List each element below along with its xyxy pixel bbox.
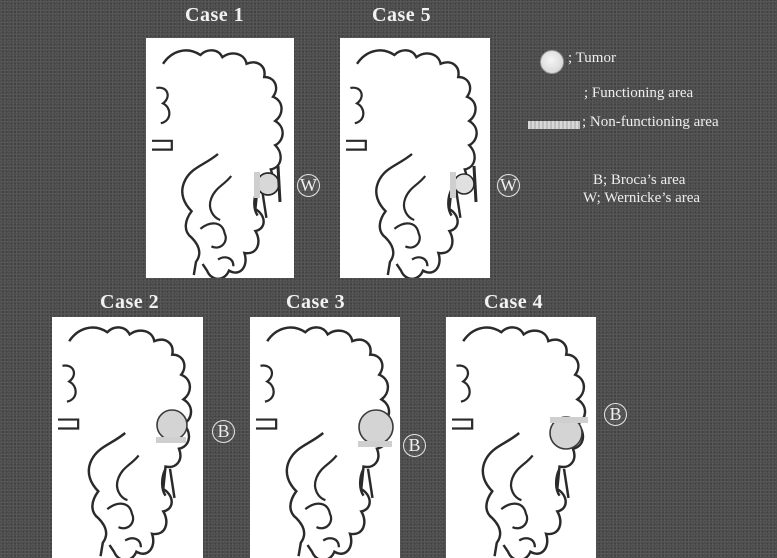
case-1-title: Case 1	[185, 4, 244, 27]
legend-tumor-label: ; Tumor	[568, 50, 616, 67]
case-1-panel	[146, 38, 294, 278]
case-3-title: Case 3	[286, 291, 345, 314]
case-3-area-badge: B	[403, 434, 426, 457]
case-3-tumor	[359, 410, 393, 444]
case-3-brain-diagram	[250, 317, 400, 558]
legend-nonfunctioning-icon	[528, 121, 580, 129]
legend-broca: B; Broca’s area	[593, 170, 685, 190]
case-1-nonfunctioning-area	[254, 172, 260, 198]
legend-nonfunctioning-label: ; Non-functioning area	[582, 114, 719, 131]
case-3-panel	[250, 317, 400, 558]
case-5-brain-diagram	[340, 38, 490, 278]
case-5-title: Case 5	[372, 4, 431, 27]
case-3-nonfunctioning-area	[358, 441, 392, 447]
case-2-tumor	[157, 410, 187, 440]
case-5-panel	[340, 38, 490, 278]
case-4-title: Case 4	[484, 291, 543, 314]
case-5-area-badge: W	[497, 174, 520, 197]
case-2-area-badge: B	[212, 420, 235, 443]
legend-functioning-label: ; Functioning area	[584, 85, 693, 102]
case-4-nonfunctioning-area	[550, 417, 588, 423]
case-4-area-badge: B	[604, 403, 627, 426]
case-5-tumor	[454, 174, 474, 194]
legend-wernicke: W; Wernicke’s area	[583, 188, 700, 208]
case-2-title: Case 2	[100, 291, 159, 314]
legend-tumor-icon	[540, 50, 564, 74]
case-2-brain-diagram	[52, 317, 203, 558]
case-4-brain-diagram	[446, 317, 596, 558]
case-1-tumor	[257, 173, 279, 195]
case-1-brain-diagram	[146, 38, 294, 278]
case-4-panel	[446, 317, 596, 558]
case-5-nonfunctioning-area	[450, 172, 456, 198]
case-2-nonfunctioning-area	[156, 437, 186, 443]
case-2-panel	[52, 317, 203, 558]
case-1-area-badge: W	[297, 174, 320, 197]
